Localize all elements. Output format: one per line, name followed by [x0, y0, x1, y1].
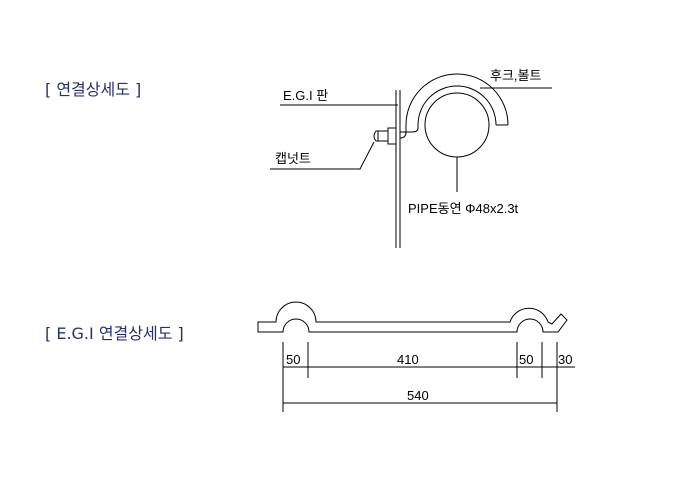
egi-connection-detail-title: [ E.G.I 연결상세도 ]	[45, 324, 184, 343]
dim-50-left: 50	[286, 352, 300, 367]
dimension-lines	[282, 342, 575, 412]
dim-30: 30	[558, 352, 572, 367]
pipe-label: PIPE동연 Φ48x2.3t	[408, 201, 519, 216]
egi-profile	[257, 301, 568, 333]
cap-nut-label: 캡넛트	[275, 151, 311, 166]
dim-540: 540	[407, 388, 429, 403]
pipe-circle	[424, 92, 490, 158]
egi-plate-label: E.G.I 판	[283, 88, 328, 103]
cap-nut-leader	[270, 141, 375, 170]
dim-50-right: 50	[519, 352, 533, 367]
dim-410: 410	[397, 352, 419, 367]
hook-bolt-label: 후크,볼트	[490, 68, 541, 83]
cap-nut	[373, 127, 397, 145]
wall-plate	[395, 90, 401, 248]
hook-bolt	[399, 73, 509, 139]
connection-detail-title: [ 연결상세도 ]	[45, 80, 142, 99]
